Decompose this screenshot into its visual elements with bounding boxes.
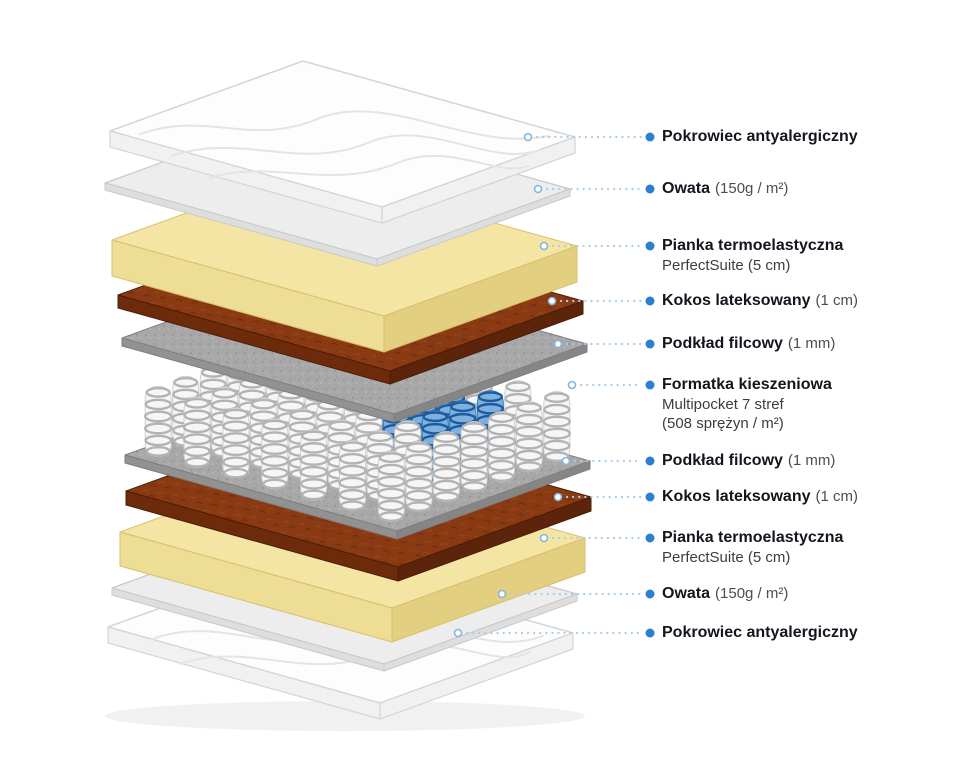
leader-springs bbox=[567, 380, 655, 390]
label-text: Pianka termoelastyczna bbox=[662, 529, 844, 546]
leader-wadding-top bbox=[533, 184, 655, 194]
spring-coil bbox=[144, 385, 173, 458]
leader-coconut-bottom bbox=[553, 492, 655, 502]
label-text: Kokos lateksowany bbox=[662, 292, 811, 309]
spring-coil bbox=[404, 440, 434, 513]
label-cover-bottom: Pokrowiec antyalergiczny bbox=[662, 622, 858, 643]
label-foam-bottom: Pianka termoelastyczna PerfectSuite (5 c… bbox=[662, 527, 843, 567]
leader-felt-bottom bbox=[561, 456, 655, 466]
label-detail: (150g / m²) bbox=[715, 180, 789, 197]
label-coconut-top: Kokos lateksowany(1 cm) bbox=[662, 290, 858, 311]
label-subtext: PerfectSuite (5 cm) bbox=[662, 549, 791, 566]
label-wadding-bottom: Owata(150g / m²) bbox=[662, 583, 788, 604]
spring-coil bbox=[487, 410, 516, 483]
leader-coconut-top bbox=[547, 296, 655, 306]
label-detail: (1 mm) bbox=[787, 335, 836, 352]
leader-foam-bottom bbox=[539, 533, 655, 543]
label-springs: Formatka kieszeniowa Multipocket 7 stref… bbox=[662, 374, 832, 433]
leader-felt-top bbox=[553, 339, 655, 349]
label-text: Owata bbox=[662, 180, 711, 197]
label-text: Pianka termoelastyczna bbox=[662, 237, 844, 254]
label-wadding-top: Owata(150g / m²) bbox=[662, 178, 788, 199]
leader-cover-top bbox=[523, 132, 655, 142]
label-text: Formatka kieszeniowa bbox=[662, 376, 832, 393]
layer-cover-top bbox=[109, 60, 576, 224]
spring-coil bbox=[338, 439, 367, 512]
spring-coil bbox=[221, 406, 251, 480]
spring-coil bbox=[542, 390, 571, 463]
label-detail: (1 cm) bbox=[815, 488, 859, 505]
label-text: Kokos lateksowany bbox=[662, 488, 811, 505]
label-coconut-bottom: Kokos lateksowany(1 cm) bbox=[662, 486, 858, 507]
label-detail: (1 mm) bbox=[787, 452, 836, 469]
label-felt-top: Podkład filcowy(1 mm) bbox=[662, 333, 835, 354]
spring-coil bbox=[432, 430, 461, 503]
label-detail: (1 cm) bbox=[815, 292, 859, 309]
label-text: Owata bbox=[662, 585, 711, 602]
spring-coil bbox=[182, 396, 212, 469]
ground-shadow bbox=[105, 701, 585, 731]
label-cover-top: Pokrowiec antyalergiczny bbox=[662, 126, 858, 147]
spring-coil bbox=[299, 428, 328, 502]
label-subtext: (508 sprężyn / m²) bbox=[662, 415, 784, 432]
label-text: Podkład filcowy bbox=[662, 335, 783, 352]
label-subtext: PerfectSuite (5 cm) bbox=[662, 257, 791, 274]
spring-coil bbox=[377, 450, 406, 523]
spring-coil bbox=[459, 420, 489, 493]
label-text: Pokrowiec antyalergiczny bbox=[662, 128, 858, 145]
label-text: Podkład filcowy bbox=[662, 452, 783, 469]
spring-coil bbox=[515, 400, 544, 473]
label-subtext: Multipocket 7 stref bbox=[662, 396, 784, 413]
leader-wadding-bottom bbox=[497, 589, 655, 599]
leader-lines bbox=[453, 132, 655, 638]
label-felt-bottom: Podkład filcowy(1 mm) bbox=[662, 450, 835, 471]
leader-cover-bottom bbox=[453, 628, 655, 638]
label-foam-top: Pianka termoelastyczna PerfectSuite (5 c… bbox=[662, 235, 843, 275]
label-detail: (150g / m²) bbox=[715, 585, 789, 602]
leader-foam-top bbox=[539, 241, 655, 251]
spring-coil bbox=[260, 417, 289, 491]
label-text: Pokrowiec antyalergiczny bbox=[662, 624, 858, 641]
